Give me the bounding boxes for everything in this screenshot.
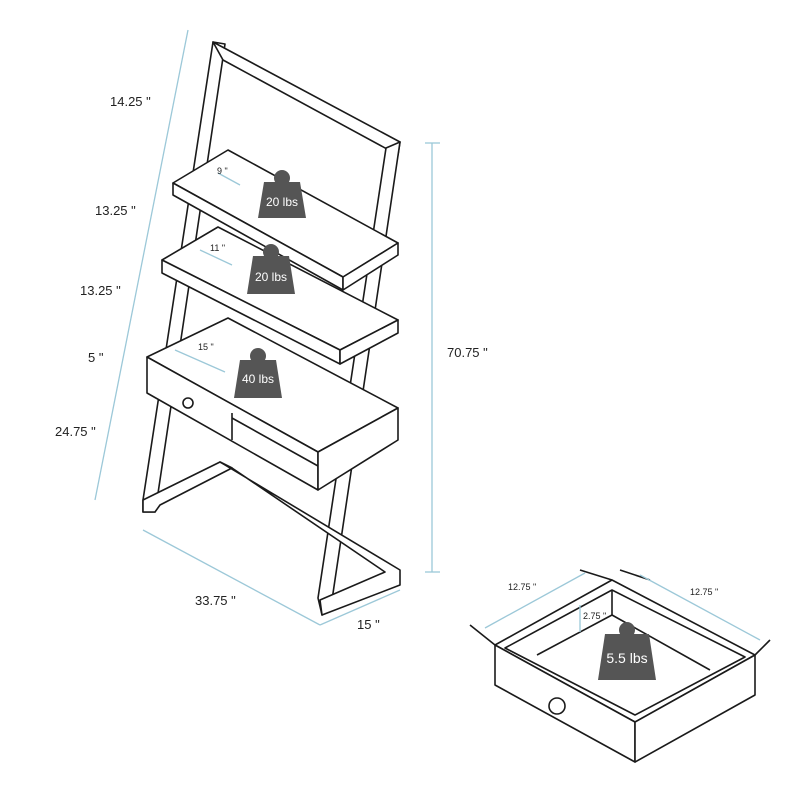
dimension-line-left <box>94 29 189 501</box>
drawer-knob <box>548 697 566 715</box>
top-crossbar <box>212 41 401 156</box>
label-lower-shelf-gap: 13.25 " <box>80 283 121 298</box>
label-desk-drawer: 5 " <box>88 350 104 365</box>
weights <box>234 170 656 680</box>
label-shelf2-depth: 11 " <box>210 243 226 253</box>
label-total-height: 70.75 " <box>447 345 488 360</box>
label-width: 15 " <box>357 617 380 632</box>
desk-drawer-knob <box>182 397 194 409</box>
label-shelf1-depth: 9 " <box>217 166 228 176</box>
dimension-line-depth <box>142 529 321 626</box>
base-side <box>219 461 401 616</box>
label-drawer-depth: 12.75 " <box>690 587 719 597</box>
label-total-depth: 33.75 " <box>195 593 236 608</box>
label-upper-shelf-gap: 13.25 " <box>95 203 136 218</box>
label-drawer-width: 12.75 " <box>508 582 537 592</box>
weight-drawer: 5.5 lbs <box>606 650 648 666</box>
weight-shelf2: 20 lbs <box>254 270 288 284</box>
label-top-section: 14.25 " <box>110 94 151 109</box>
weight-desk: 40 lbs <box>241 372 275 386</box>
dimension-line-width <box>319 589 401 626</box>
label-drawer-height: 2.75 " <box>583 611 607 621</box>
weight-shelf1: 20 lbs <box>265 195 299 209</box>
drawer-side <box>634 654 756 763</box>
label-desk-height: 24.75 " <box>55 424 96 439</box>
label-desk-depth: 15 " <box>198 342 214 352</box>
